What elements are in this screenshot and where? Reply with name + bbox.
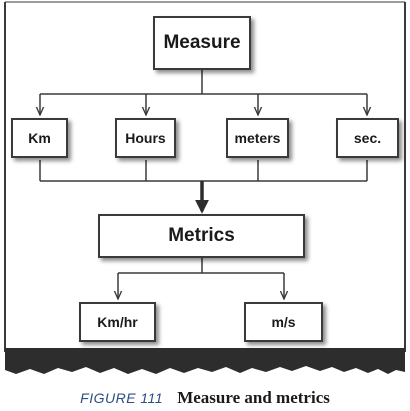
node-metrics: Metrics [98,214,305,258]
node-sec: sec. [336,118,399,158]
node-measure: Measure [153,16,251,70]
figure-caption: FIGURE 111 Measure and metrics [0,388,410,410]
caption-figure-number: FIGURE 111 [80,390,164,406]
node-ms: m/s [244,302,323,342]
caption-title: Measure and metrics [177,388,330,407]
node-hours: Hours [115,118,176,158]
node-km: Km [11,118,68,158]
torn-edge-band [5,348,405,374]
node-meters: meters [226,118,289,158]
node-kmhr: Km/hr [79,302,156,342]
